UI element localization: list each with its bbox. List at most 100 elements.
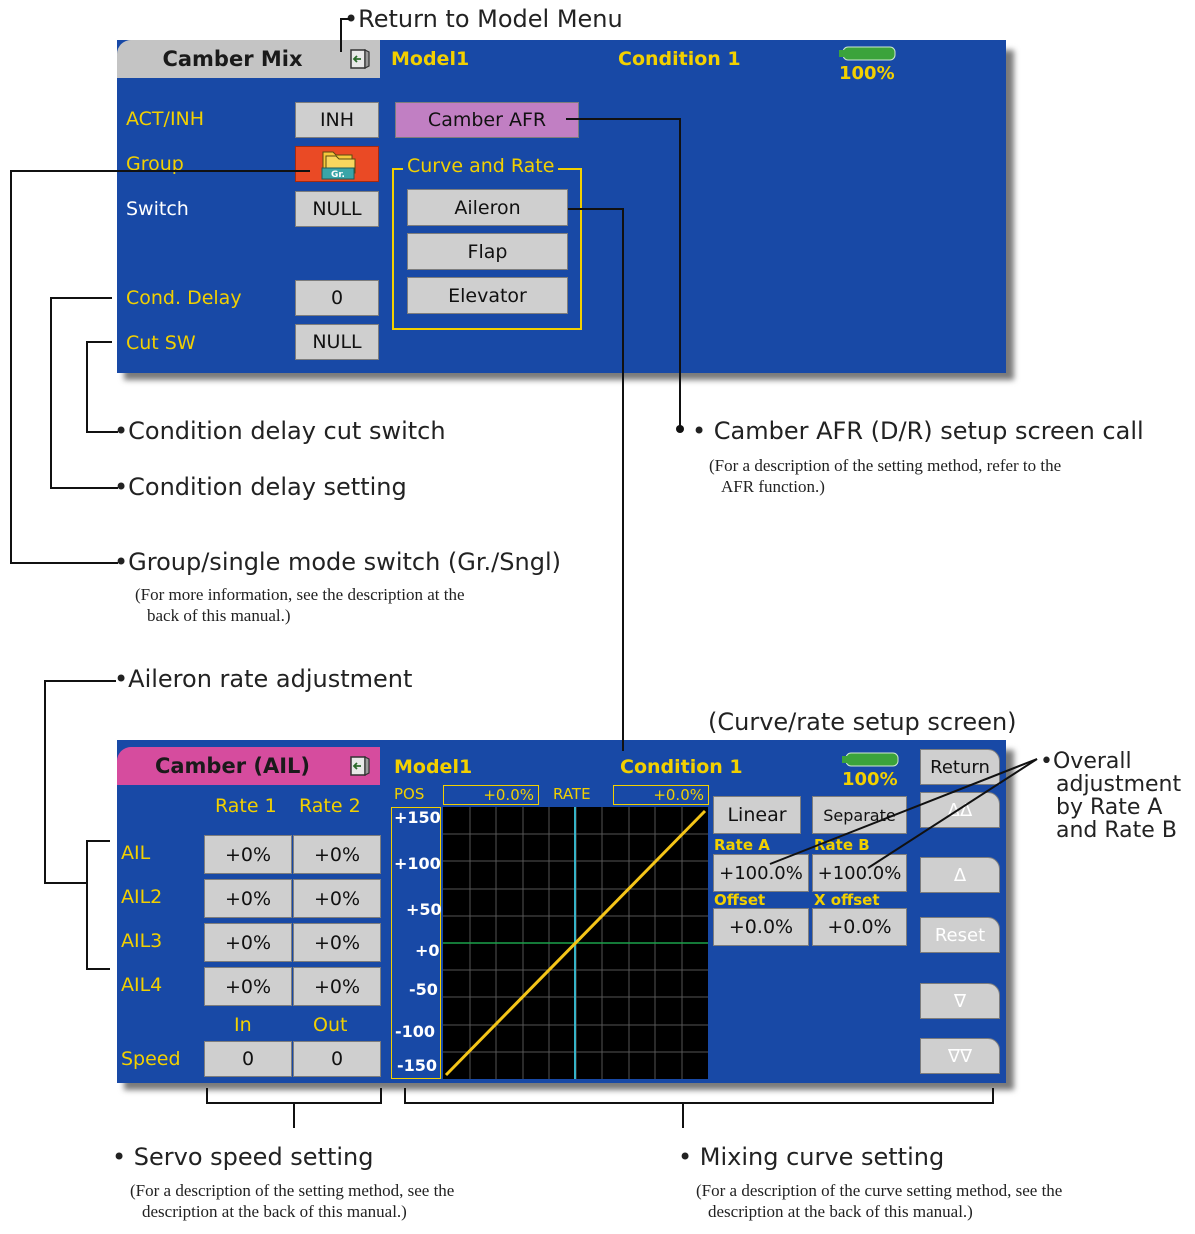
speed-out-header: Out [313, 1014, 348, 1036]
group-folder-icon: Gr. [321, 151, 356, 180]
step-down-button[interactable]: ∇ [920, 983, 1000, 1019]
condition-name: Condition 1 [618, 48, 741, 70]
ail-rate2-button[interactable]: +0% [293, 835, 381, 874]
leader-line [50, 297, 112, 299]
camber-ail-title-tab[interactable]: Camber (AIL) [117, 747, 380, 785]
speed-out-button[interactable]: 0 [293, 1041, 381, 1077]
rate1-header: Rate 1 [215, 795, 277, 817]
leader-line [44, 680, 116, 682]
ail2-row-label: AIL2 [121, 886, 163, 908]
leader-line [206, 1088, 208, 1104]
screen-title: Camber Mix [162, 47, 303, 71]
leader-line [679, 118, 681, 426]
annotation-servo-speed: • Servo speed setting [112, 1143, 374, 1171]
ail4-rate2-button[interactable]: +0% [293, 967, 381, 1006]
battery-icon [842, 752, 899, 767]
leader-line [404, 1102, 994, 1104]
camber-mix-title-tab[interactable]: Camber Mix [117, 40, 380, 78]
leader-line [10, 562, 118, 564]
return-button[interactable]: Return [920, 749, 1000, 785]
offset-button[interactable]: +0.0% [713, 908, 809, 946]
overall-leader-lines [769, 758, 1038, 869]
group-note: (For more information, see the descripti… [135, 585, 465, 625]
leader-line [86, 341, 112, 343]
step-up-button[interactable]: Δ [920, 857, 1000, 893]
return-to-menu-icon[interactable] [348, 754, 372, 778]
battery-icon [839, 46, 896, 61]
x-offset-label: X offset [814, 891, 880, 909]
leader-line [568, 208, 624, 210]
annotation-camber-afr: • Camber AFR (D/R) setup screen call [692, 417, 1144, 445]
annotation-cut-switch: •Condition delay cut switch [114, 417, 446, 445]
leader-line [380, 1088, 382, 1104]
return-to-menu-icon[interactable] [348, 47, 372, 71]
switch-button[interactable]: NULL [295, 191, 379, 227]
model-name: Model1 [394, 756, 473, 778]
leader-line [50, 297, 52, 489]
y-tick: +50 [406, 900, 442, 919]
condition-name: Condition 1 [620, 756, 743, 778]
group-label: Group [126, 153, 184, 175]
x-offset-button[interactable]: +0.0% [812, 908, 907, 946]
cut-sw-button[interactable]: NULL [295, 324, 379, 360]
leader-line [340, 18, 342, 52]
pos-label: POS [394, 785, 425, 803]
leader-line [992, 1088, 994, 1104]
ail4-rate1-button[interactable]: +0% [204, 967, 292, 1006]
cond-delay-label: Cond. Delay [126, 287, 242, 309]
reset-button[interactable]: Reset [920, 917, 1000, 953]
ail3-rate1-button[interactable]: +0% [204, 923, 292, 962]
y-tick: +150 [394, 808, 441, 827]
speed-label: Speed [121, 1048, 181, 1070]
group-value: Gr. [331, 170, 345, 180]
annotation-return-menu: •Return to Model Menu [344, 5, 623, 33]
ail2-rate1-button[interactable]: +0% [204, 879, 292, 918]
curve-rate-screen: Camber (AIL) Model1 Condition 1 100% Rat… [117, 740, 1006, 1083]
cond-delay-button[interactable]: 0 [295, 280, 379, 316]
leader-line [340, 18, 350, 20]
separate-mode-button[interactable]: Separate [812, 796, 907, 834]
leader-line [86, 840, 88, 970]
model-name: Model1 [391, 48, 470, 70]
rate2-header: Rate 2 [299, 795, 361, 817]
camber-afr-button[interactable]: Camber AFR [395, 102, 579, 138]
rate-b-button[interactable]: +100.0% [812, 854, 907, 892]
leader-line [50, 487, 118, 489]
leader-line [44, 680, 46, 884]
elevator-button[interactable]: Elevator [407, 277, 568, 314]
flap-button[interactable]: Flap [407, 233, 568, 270]
speed-in-button[interactable]: 0 [204, 1041, 292, 1077]
act-inh-button[interactable]: INH [295, 102, 379, 138]
leader-line [404, 1088, 406, 1104]
battery-level: 100% [842, 769, 898, 790]
leader-line [682, 1102, 684, 1128]
mixing-note: (For a description of the curve setting … [696, 1181, 1063, 1221]
annotation-mixing-curve: • Mixing curve setting [678, 1143, 945, 1171]
act-inh-label: ACT/INH [126, 108, 205, 130]
y-tick: +0 [415, 941, 440, 960]
leader-line [566, 118, 680, 120]
servo-note: (For a description of the setting method… [130, 1181, 455, 1221]
offset-label: Offset [714, 891, 766, 909]
leader-line [10, 170, 310, 172]
switch-label: Switch [126, 198, 189, 220]
y-tick: -50 [409, 980, 438, 999]
aileron-button[interactable]: Aileron [407, 189, 568, 226]
step-down-fast-button[interactable]: ∇∇ [920, 1038, 1000, 1074]
mixing-curve-graph[interactable] [443, 807, 708, 1079]
y-tick: +100 [394, 854, 441, 873]
ail-row-label: AIL [121, 842, 151, 864]
y-tick: -100 [395, 1022, 436, 1041]
rate-a-button[interactable]: +100.0% [713, 854, 809, 892]
ail3-rate2-button[interactable]: +0% [293, 923, 381, 962]
ail-rate1-button[interactable]: +0% [204, 835, 292, 874]
curve-rate-group-label: Curve and Rate [403, 155, 559, 177]
speed-in-header: In [234, 1014, 252, 1036]
curve-type-button[interactable]: Linear [713, 796, 801, 834]
rate-label: RATE [553, 785, 591, 803]
camber-afr-note: (For a description of the setting method… [709, 456, 1062, 496]
group-mode-button[interactable]: Gr. [295, 146, 379, 182]
annotation-aileron-rate: •Aileron rate adjustment [114, 665, 413, 693]
leader-line [622, 208, 624, 751]
ail2-rate2-button[interactable]: +0% [293, 879, 381, 918]
